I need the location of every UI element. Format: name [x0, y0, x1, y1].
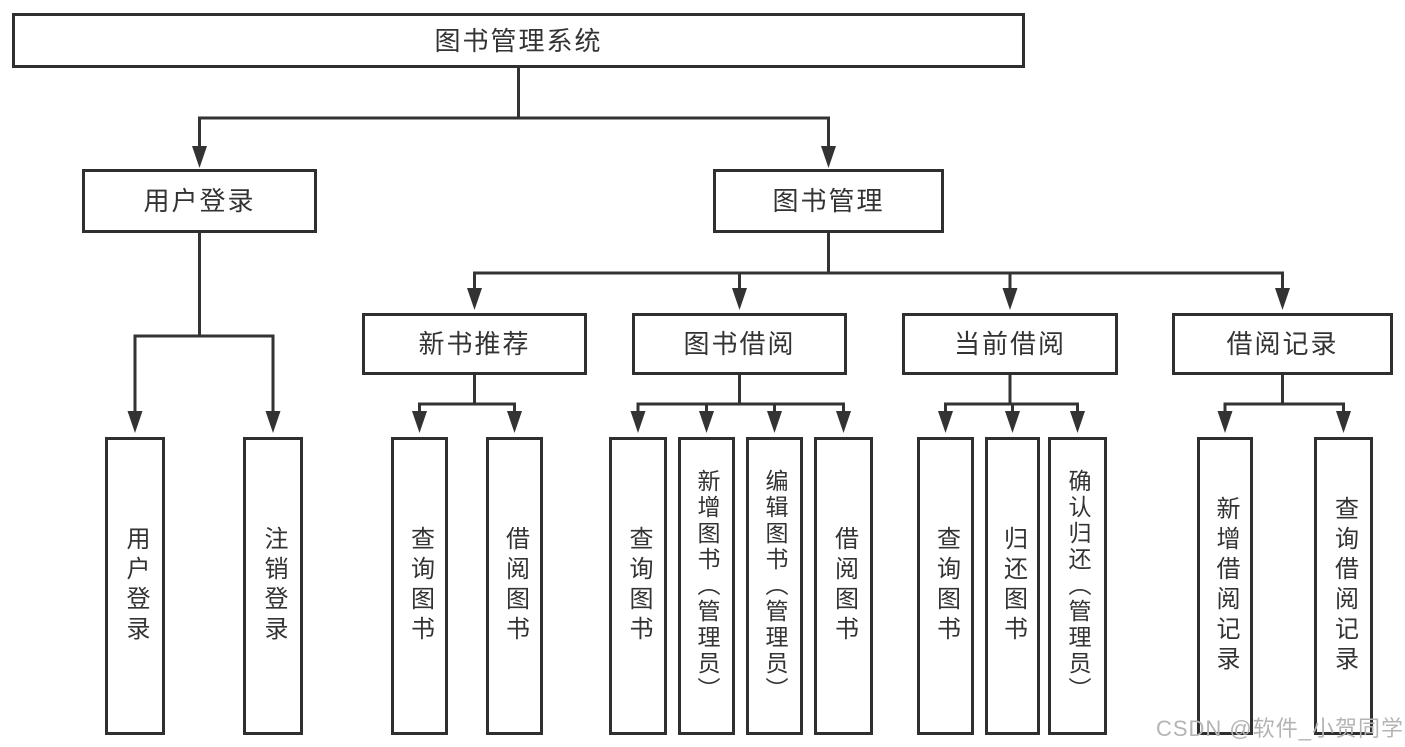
leaf-br-query-record-label: 查询借阅记录 [1330, 496, 1358, 676]
leaf-br-add-record: 新增借阅记录 [1197, 437, 1253, 735]
leaf-nbr-query-books-label: 查询图书 [406, 526, 434, 646]
node-user-login: 用户登录 [82, 169, 317, 233]
node-book-management: 图书管理 [713, 169, 944, 233]
node-book-management-label: 图书管理 [772, 186, 885, 216]
leaf-bb-borrow-books-label: 借阅图书 [830, 526, 858, 646]
node-book-borrow-label: 图书借阅 [683, 329, 796, 359]
leaf-bb-add-books-admin: 新增图书（管理员） [678, 437, 735, 735]
leaf-cb-query-books-label: 查询图书 [932, 526, 960, 646]
leaf-bb-add-books-admin-label: 新增图书（管理员） [694, 469, 720, 703]
leaf-br-query-record: 查询借阅记录 [1314, 437, 1373, 735]
node-new-book-recommend-label: 新书推荐 [418, 329, 531, 359]
leaf-user-login-label: 用户登录 [122, 526, 149, 646]
node-book-borrow: 图书借阅 [632, 313, 847, 375]
node-root: 图书管理系统 [12, 13, 1025, 68]
leaf-user-login: 用户登录 [105, 437, 165, 735]
leaf-nbr-borrow-books-label: 借阅图书 [501, 526, 529, 646]
leaf-cb-query-books: 查询图书 [917, 437, 974, 735]
leaf-logout: 注销登录 [243, 437, 303, 735]
leaf-bb-borrow-books: 借阅图书 [814, 437, 873, 735]
node-user-login-label: 用户登录 [143, 186, 256, 216]
leaf-nbr-query-books: 查询图书 [391, 437, 448, 735]
leaf-br-add-record-label: 新增借阅记录 [1212, 496, 1239, 676]
node-root-label: 图书管理系统 [434, 25, 603, 56]
node-current-borrow-label: 当前借阅 [953, 329, 1066, 359]
leaf-cb-confirm-return-admin: 确认归还（管理员） [1048, 437, 1107, 735]
leaf-cb-return-books-label: 归还图书 [999, 526, 1027, 646]
leaf-bb-edit-books-admin: 编辑图书（管理员） [746, 437, 803, 735]
leaf-nbr-borrow-books: 借阅图书 [486, 437, 543, 735]
node-current-borrow: 当前借阅 [902, 313, 1118, 375]
node-borrow-records-label: 借阅记录 [1226, 329, 1339, 359]
leaf-cb-return-books: 归还图书 [985, 437, 1040, 735]
leaf-cb-confirm-return-admin-label: 确认归还（管理员） [1065, 469, 1091, 703]
node-new-book-recommend: 新书推荐 [362, 313, 587, 375]
leaf-bb-query-books: 查询图书 [609, 437, 667, 735]
leaf-bb-query-books-label: 查询图书 [625, 526, 652, 646]
leaf-logout-label: 注销登录 [260, 526, 287, 646]
csdn-watermark: CSDN @软件_小贺同学 [1155, 716, 1404, 741]
leaf-bb-edit-books-admin-label: 编辑图书（管理员） [762, 469, 788, 703]
node-borrow-records: 借阅记录 [1172, 313, 1393, 375]
